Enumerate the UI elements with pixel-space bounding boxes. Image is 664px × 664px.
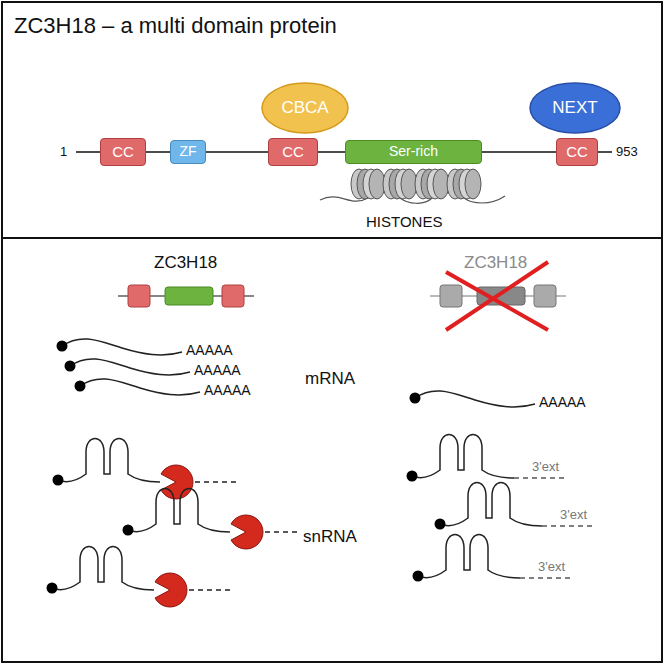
domain-box: CC [100, 138, 146, 166]
protein-complex: CBCA [261, 82, 349, 134]
title: ZC3H18 – a multi domain protein [14, 14, 337, 38]
polya-tail: AAAAA [186, 343, 233, 358]
rna-class: mRNA [305, 370, 355, 389]
node-label: Ser-rich [389, 144, 438, 159]
polya-tail: AAAAA [194, 363, 241, 378]
node-label: CC [566, 144, 588, 161]
extension-label: 3'ext [538, 560, 565, 574]
protein-complex: NEXT [529, 82, 621, 134]
node-label: CC [112, 144, 134, 161]
residue-number: 1 [60, 145, 67, 159]
domain-box: Ser-rich [345, 140, 482, 164]
domain-box: ZF [170, 140, 206, 164]
node-label: NEXT [552, 99, 597, 118]
histone-label: HISTONES [366, 214, 442, 231]
polya-tail: AAAAA [204, 383, 251, 398]
domain-box: CC [556, 138, 598, 166]
node-label: CC [282, 144, 304, 161]
domain-box: CC [268, 138, 318, 166]
node-label: ZF [179, 144, 196, 159]
rna-class: snRNA [303, 528, 357, 547]
polya-tail: AAAAA [539, 395, 586, 410]
protein-name: ZC3H18 [464, 254, 527, 273]
extension-label: 3'ext [560, 508, 587, 522]
node-label: CBCA [281, 99, 328, 118]
residue-number: 953 [616, 145, 638, 159]
extension-label: 3'ext [532, 460, 559, 474]
protein-name: ZC3H18 [154, 254, 217, 273]
